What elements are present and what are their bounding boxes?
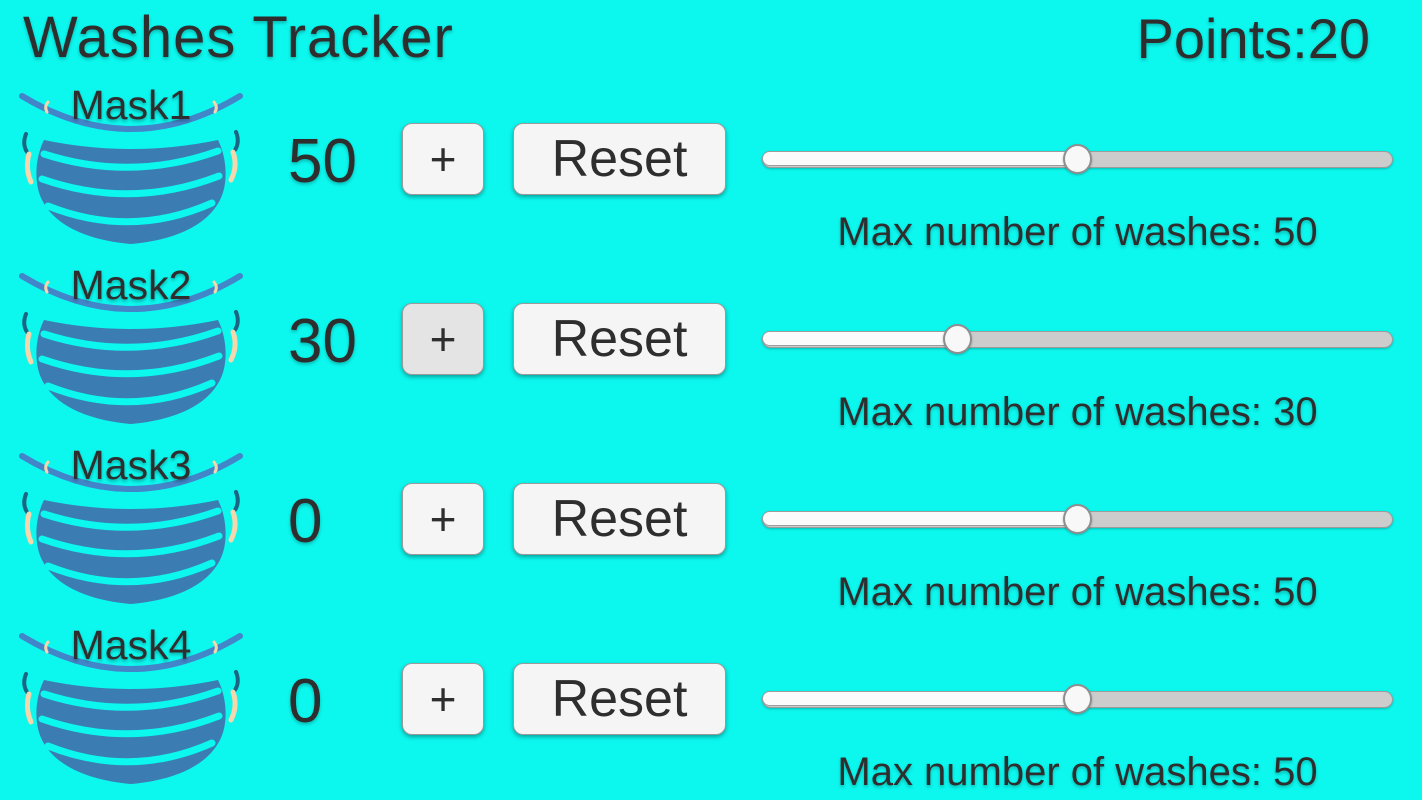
max-washes-slider[interactable] <box>762 144 1393 174</box>
slider-thumb[interactable] <box>1063 504 1092 534</box>
max-washes-label: Max number of washes: 50 <box>762 568 1393 616</box>
increment-button[interactable]: + <box>402 483 484 555</box>
slider-fill <box>762 691 1078 706</box>
points-label: Points: <box>1136 7 1308 70</box>
max-washes-label: Max number of washes: 50 <box>762 748 1393 796</box>
slider-fill <box>762 151 1078 166</box>
wash-count: 50 <box>288 127 357 196</box>
slider-thumb[interactable] <box>1063 684 1092 714</box>
face-mask-icon <box>19 273 243 424</box>
max-washes-slider[interactable] <box>762 684 1393 714</box>
reset-button[interactable]: Reset <box>513 303 726 375</box>
slider-thumb[interactable] <box>942 324 972 354</box>
mask-row: Mask1 50 + Reset Max number of washes: 5… <box>0 78 1422 258</box>
reset-button[interactable]: Reset <box>513 123 726 195</box>
mask-row: Mask2 30 + Reset Max number of washes: 3… <box>0 258 1422 438</box>
slider-thumb[interactable] <box>1063 144 1092 174</box>
wash-count: 0 <box>288 487 323 556</box>
max-washes-text: Max number of washes: <box>837 570 1274 614</box>
face-mask-icon <box>19 93 243 244</box>
increment-button[interactable]: + <box>402 303 484 375</box>
wash-count: 0 <box>288 667 323 736</box>
max-washes-text: Max number of washes: <box>837 210 1274 254</box>
wash-count: 30 <box>288 307 357 376</box>
max-washes-value: 30 <box>1273 390 1318 434</box>
max-washes-label: Max number of washes: 50 <box>762 208 1393 256</box>
max-washes-text: Max number of washes: <box>837 750 1274 794</box>
max-washes-value: 50 <box>1273 570 1318 614</box>
increment-button[interactable]: + <box>402 123 484 195</box>
mask-row: Mask4 0 + Reset Max number of washes: 50 <box>0 618 1422 798</box>
reset-button[interactable]: Reset <box>513 483 726 555</box>
max-washes-slider[interactable] <box>762 504 1393 534</box>
increment-button[interactable]: + <box>402 663 484 735</box>
max-washes-value: 50 <box>1273 210 1318 254</box>
mask-row: Mask3 0 + Reset Max number of washes: 50 <box>0 438 1422 618</box>
mask-icon: Mask1 <box>12 82 250 254</box>
mask-icon: Mask2 <box>12 262 250 434</box>
mask-icon: Mask4 <box>12 622 250 794</box>
page-title: Washes Tracker <box>23 5 454 70</box>
max-washes-value: 50 <box>1273 750 1318 794</box>
mask-label: Mask3 <box>70 442 192 488</box>
max-washes-text: Max number of washes: <box>837 390 1274 434</box>
slider-fill <box>762 331 958 346</box>
points-display: Points:20 <box>1137 6 1371 71</box>
max-washes-label: Max number of washes: 30 <box>762 388 1393 436</box>
mask-icon: Mask3 <box>12 442 250 614</box>
max-washes-slider[interactable] <box>762 324 1393 354</box>
mask-label: Mask1 <box>70 82 192 128</box>
points-value: 20 <box>1307 7 1370 70</box>
slider-fill <box>762 511 1078 526</box>
mask-label: Mask2 <box>70 262 192 308</box>
face-mask-icon <box>19 453 243 604</box>
reset-button[interactable]: Reset <box>513 663 726 735</box>
mask-label: Mask4 <box>70 622 192 668</box>
face-mask-icon <box>19 633 243 784</box>
